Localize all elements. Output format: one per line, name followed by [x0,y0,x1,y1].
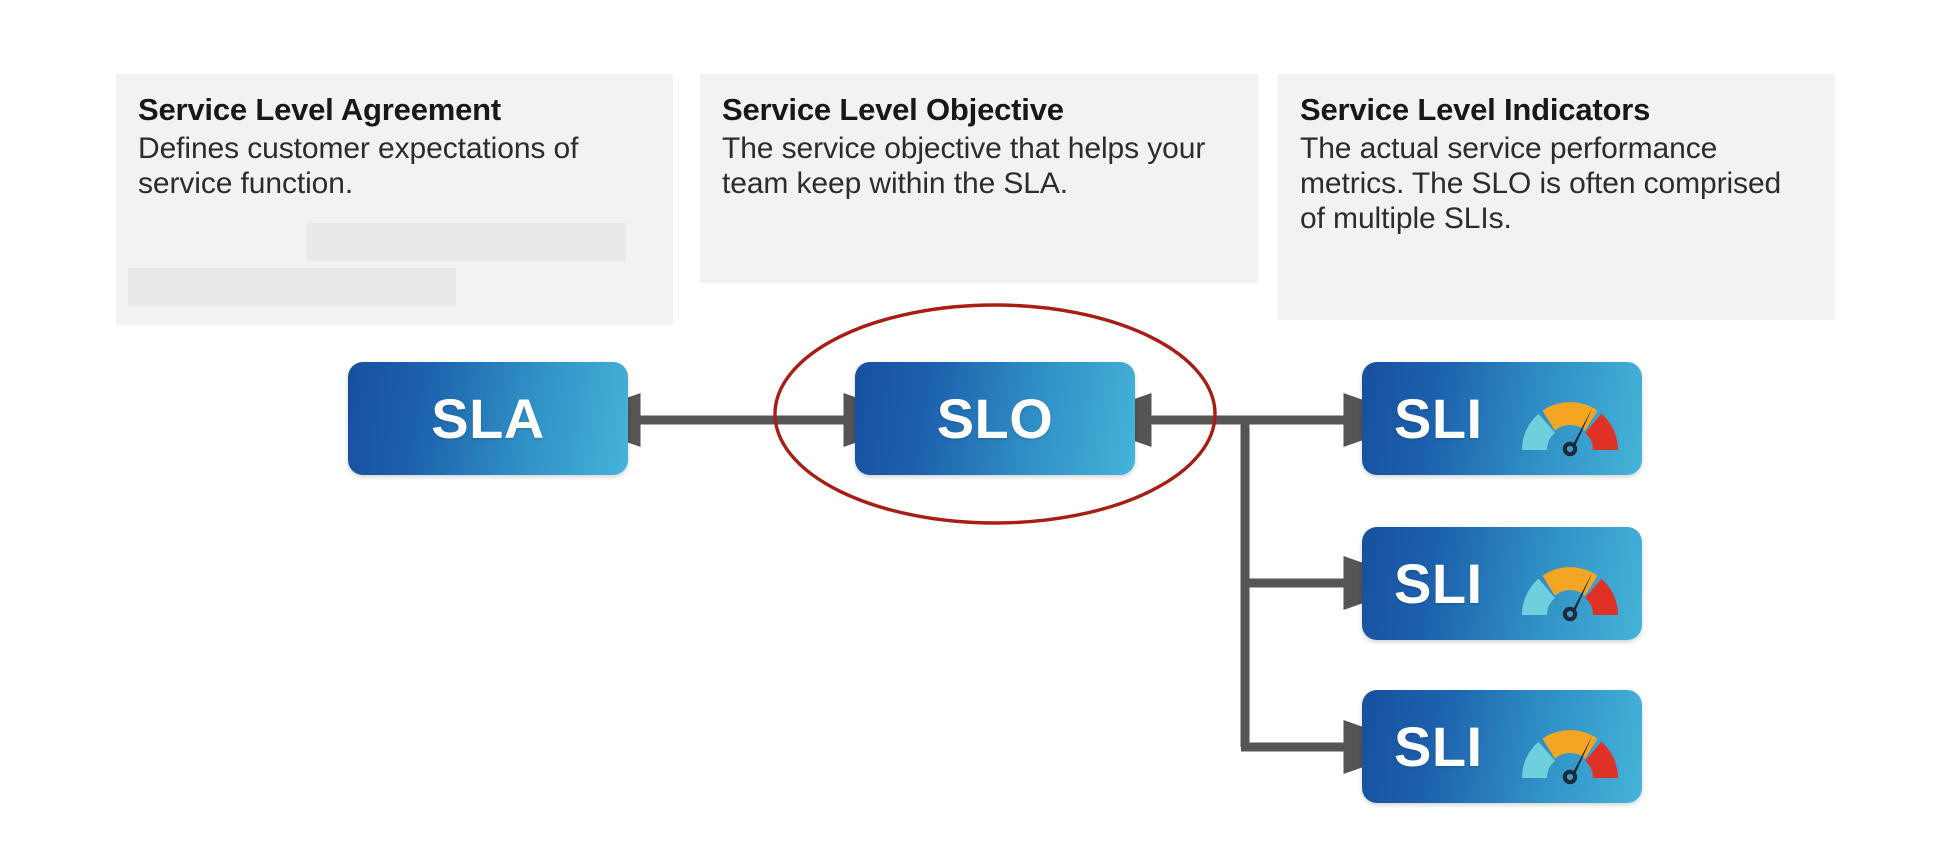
node-label-slo: SLO [936,386,1054,450]
card-service-level-objective: Service Level Objective The service obje… [700,74,1258,283]
card-body-slo: The service objective that helps your te… [722,131,1206,200]
node-label-sli-2: SLI [1394,551,1483,615]
node-label-sla: SLA [431,386,545,450]
card-body-sli: The actual service performance metrics. … [1300,131,1782,235]
card-title-slo: Service Level Objective [722,92,1064,127]
card-body-sla: Defines customer expectations of service… [138,131,579,200]
card-title-sli: Service Level Indicators [1300,92,1651,127]
card-service-level-indicators: Service Level Indicators The actual serv… [1278,74,1835,320]
gauge-icon [1514,545,1626,623]
gauge-icon [1514,380,1626,458]
node-sli-1[interactable]: SLI [1362,362,1642,475]
node-label-sli-1: SLI [1394,386,1483,450]
redaction-bar-2 [128,268,456,306]
node-slo[interactable]: SLO [855,362,1135,475]
node-sli-3[interactable]: SLI [1362,690,1642,803]
node-sli-2[interactable]: SLI [1362,527,1642,640]
card-title-sla: Service Level Agreement [138,92,501,127]
redaction-bar-1 [306,223,626,261]
gauge-icon [1514,708,1626,786]
node-label-sli-3: SLI [1394,714,1483,778]
node-sla[interactable]: SLA [348,362,628,475]
